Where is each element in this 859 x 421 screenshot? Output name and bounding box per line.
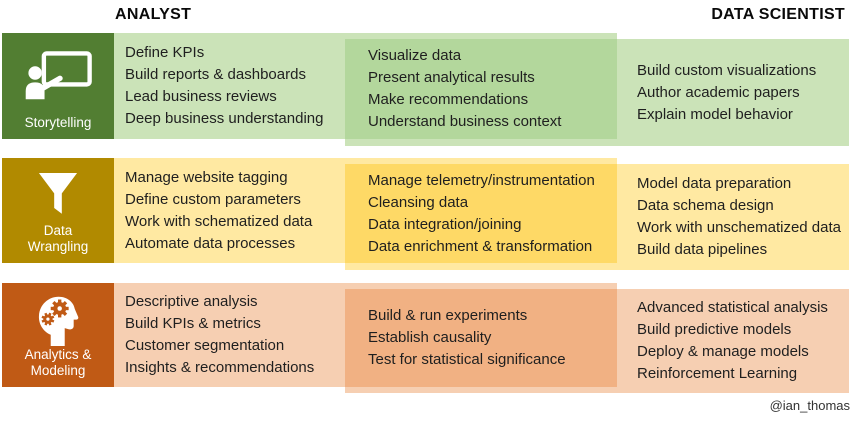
overlap-band bbox=[345, 289, 617, 387]
skill-item: Define KPIs bbox=[125, 44, 205, 61]
skill-item: Insights & recommendations bbox=[125, 359, 315, 376]
skill-item: Manage telemetry/instrumentation bbox=[368, 171, 595, 189]
overlap-band bbox=[345, 164, 617, 263]
skill-item: Build custom visualizations bbox=[637, 61, 817, 79]
presentation-icon bbox=[21, 33, 95, 115]
category-tile-data-wrangling: Data Wrangling bbox=[2, 158, 114, 263]
skill-item: Test for statistical significance bbox=[368, 351, 566, 368]
skill-item: Build KPIs & metrics bbox=[125, 315, 261, 332]
skill-item: Work with schematized data bbox=[125, 212, 313, 230]
skill-item: Model data preparation bbox=[637, 175, 792, 192]
skill-item: Make recommendations bbox=[368, 91, 529, 108]
skill-item: Data schema design bbox=[637, 197, 774, 214]
skill-item: Data enrichment & transformation bbox=[368, 237, 593, 255]
skill-item: Build reports & dashboards bbox=[125, 66, 306, 83]
analyst-column-header: ANALYST bbox=[115, 6, 192, 23]
skill-item: Explain model behavior bbox=[637, 105, 793, 123]
category-label: Analytics & Modeling bbox=[24, 347, 92, 378]
category-label: Storytelling bbox=[24, 115, 92, 130]
skill-item: Build & run experiments bbox=[368, 307, 528, 324]
author-credit: @ian_thomas bbox=[769, 398, 850, 413]
category-tile-storytelling: Storytelling bbox=[2, 33, 114, 139]
skill-item: Define custom parameters bbox=[125, 190, 301, 208]
skill-item: Establish causality bbox=[368, 329, 492, 346]
skill-item: Deploy & manage models bbox=[637, 343, 809, 360]
data-scientist-column-header: DATA SCIENTIST bbox=[711, 6, 845, 23]
skill-item: Work with unschematized data bbox=[637, 219, 841, 236]
skill-item: Customer segmentation bbox=[125, 337, 285, 354]
skill-item: Visualize data bbox=[368, 47, 462, 64]
skill-item: Advanced statistical analysis bbox=[637, 299, 828, 316]
funnel-icon bbox=[23, 158, 93, 223]
overlap-band bbox=[345, 39, 617, 139]
skill-item: Manage website tagging bbox=[125, 168, 288, 186]
skill-item: Reinforcement Learning bbox=[637, 365, 798, 382]
skill-item: Lead business reviews bbox=[125, 88, 277, 105]
skill-item: Build predictive models bbox=[637, 321, 792, 338]
skill-item: Automate data processes bbox=[125, 234, 296, 252]
skill-item: Author academic papers bbox=[637, 83, 800, 101]
head-gears-icon bbox=[27, 283, 89, 347]
skill-item: Build data pipelines bbox=[637, 241, 768, 258]
skill-item: Deep business understanding bbox=[125, 110, 324, 127]
skill-item: Descriptive analysis bbox=[125, 293, 258, 310]
skill-item: Cleansing data bbox=[368, 193, 469, 211]
category-tile-analytics-modeling: Analytics & Modeling bbox=[2, 283, 114, 387]
skill-item: Understand business context bbox=[368, 113, 562, 130]
category-label: Data Wrangling bbox=[27, 223, 89, 254]
skill-item: Data integration/joining bbox=[368, 215, 522, 233]
skill-item: Present analytical results bbox=[368, 69, 535, 86]
